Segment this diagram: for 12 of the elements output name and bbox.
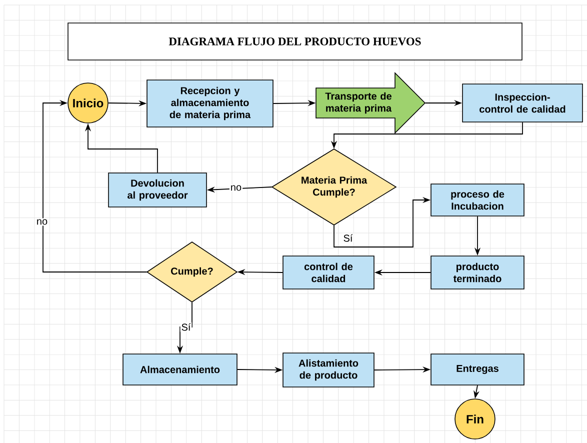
arrow [42,100,148,272]
process-box: proceso de Incubacion [430,184,524,216]
process-box: Recepcion y almacenamiento de materia prima [146,80,274,128]
process-box: Devolucion al proveedor [108,172,207,208]
process-box: producto terminado [430,256,524,290]
process-box: Alistamiento de producto [282,352,374,388]
process-box: Entregas [430,354,524,386]
process-box: Almacenamiento [122,354,238,386]
arrow-shaped-box: Transporte de materia prima [316,72,426,134]
process-box: Inspeccion-control de calidad [462,84,583,122]
title-box: DIAGRAMA FLUJO DEL PRODUCTO HUEVOS [68,22,522,60]
process-box: control de calidad [282,256,374,290]
